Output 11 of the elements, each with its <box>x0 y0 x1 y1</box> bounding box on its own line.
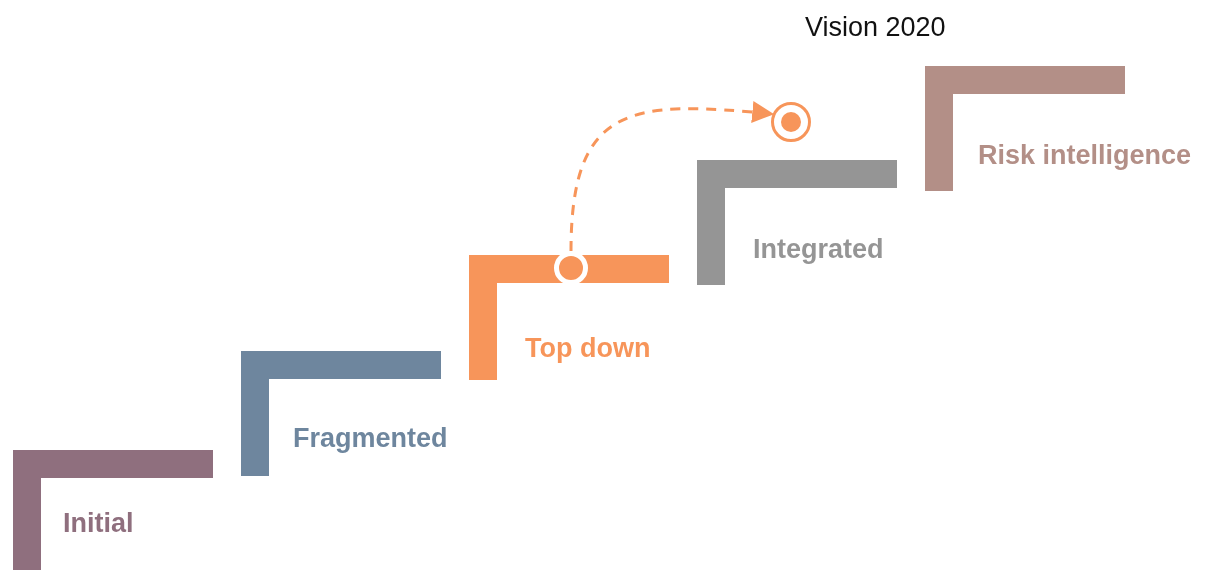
stair-step <box>697 160 897 285</box>
target-icon <box>771 102 811 142</box>
step-label: Initial <box>63 508 134 539</box>
step-label: Fragmented <box>293 423 448 454</box>
stair-step <box>13 450 213 570</box>
arrow <box>569 101 775 252</box>
goal-label: Vision 2020 <box>805 12 946 43</box>
step-label: Risk intelligence <box>978 140 1192 171</box>
step-label: Top down <box>525 333 651 364</box>
step-label: Integrated <box>753 234 884 265</box>
stair-step <box>469 255 669 380</box>
